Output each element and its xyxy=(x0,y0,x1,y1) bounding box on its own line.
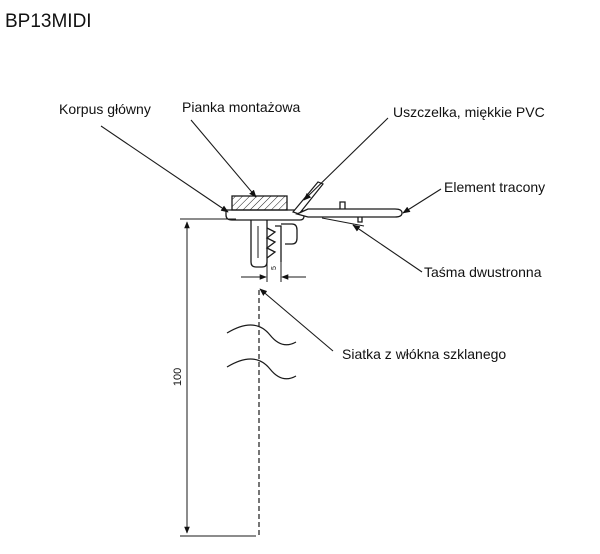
main-body xyxy=(225,209,305,268)
label-fiberglass-mesh: Siatka z włókna szklanego xyxy=(342,346,506,362)
label-double-sided-tape: Taśma dwustronna xyxy=(424,264,542,280)
width-dimension xyxy=(241,262,306,282)
height-dimension-label: 100 xyxy=(172,368,184,386)
label-lost-element: Element tracony xyxy=(444,179,545,195)
label-mounting-foam: Pianka montażowa xyxy=(182,99,301,115)
mounting-foam xyxy=(231,195,288,211)
leader-lines xyxy=(100,117,442,352)
label-main-body: Korpus główny xyxy=(59,101,151,117)
break-symbol-lower xyxy=(226,358,297,380)
width-dimension-label: 5 xyxy=(271,266,278,270)
height-dimension xyxy=(180,218,256,537)
lost-element xyxy=(295,201,403,227)
drawing-title: BP13MIDI xyxy=(5,11,92,32)
label-seal: Uszczelka, miękkie PVC xyxy=(393,104,545,120)
break-symbol-upper xyxy=(226,324,297,346)
